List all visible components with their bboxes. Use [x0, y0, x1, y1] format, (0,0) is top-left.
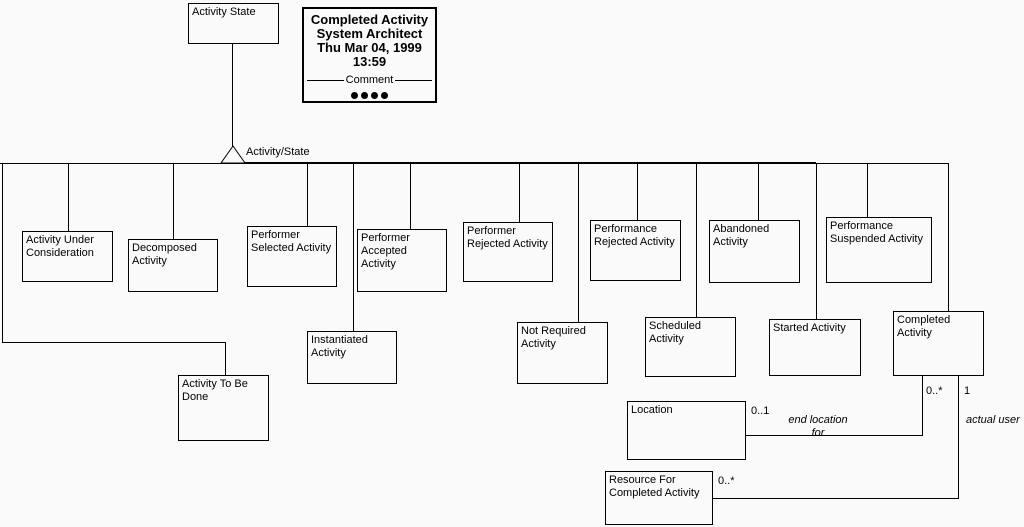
- node-performer-rejected-activity[interactable]: Performer Rejected Activity: [463, 222, 553, 282]
- separator-line: [395, 80, 432, 81]
- node-scheduled-activity[interactable]: Scheduled Activity: [645, 317, 736, 377]
- connector-line: [353, 163, 354, 331]
- node-label: Performance Rejected Activity: [594, 223, 675, 248]
- generalization-triangle-icon[interactable]: [220, 145, 246, 164]
- node-label: Abandoned Activity: [713, 223, 770, 248]
- multiplicity-completed-end-location: 0..*: [926, 385, 943, 397]
- node-label: Performer Selected Activity: [251, 229, 332, 254]
- title-date: Thu Mar 04, 1999: [317, 40, 422, 55]
- bullet-icon: [361, 92, 368, 99]
- connector-line: [2, 163, 3, 342]
- node-resource-for-completed-activity[interactable]: Resource For Completed Activity: [605, 471, 713, 525]
- connector-line: [948, 163, 949, 311]
- connector-line: [696, 163, 697, 317]
- node-label: Activity Under Consideration: [26, 234, 94, 259]
- diagram-title-box[interactable]: Completed Activity System Architect Thu …: [302, 7, 437, 103]
- connector-line: [173, 163, 174, 239]
- comment-label: Comment: [345, 74, 394, 86]
- connector-line: [758, 163, 759, 220]
- connector-line: [2, 342, 226, 343]
- node-label: Scheduled Activity: [649, 320, 701, 345]
- separator-line: [307, 80, 344, 81]
- node-activity-under-consideration[interactable]: Activity Under Consideration: [22, 231, 113, 282]
- connector-stem-root: [232, 44, 233, 147]
- node-abandoned-activity[interactable]: Abandoned Activity: [709, 220, 800, 283]
- node-performance-suspended-activity[interactable]: Performance Suspended Activity: [826, 217, 932, 283]
- node-performer-selected-activity[interactable]: Performer Selected Activity: [247, 226, 337, 287]
- node-decomposed-activity[interactable]: Decomposed Activity: [128, 239, 218, 292]
- multiplicity-location: 0..1: [751, 405, 770, 417]
- node-location[interactable]: Location: [627, 401, 746, 460]
- node-label: Performance Suspended Activity: [830, 220, 923, 245]
- node-activity-to-be-done[interactable]: Activity To Be Done: [178, 375, 269, 441]
- node-label: Decomposed Activity: [132, 242, 197, 267]
- node-label: Location: [631, 404, 673, 416]
- node-performance-rejected-activity[interactable]: Performance Rejected Activity: [590, 220, 681, 281]
- bullet-dots-icon: [304, 92, 435, 99]
- title-tool: System Architect: [316, 26, 423, 41]
- connector-line: [637, 163, 638, 220]
- triangle-label: Activity/State: [246, 146, 310, 158]
- node-label: Resource For Completed Activity: [609, 474, 700, 499]
- node-label: Instantiated Activity: [311, 334, 368, 359]
- connector-line: [867, 163, 868, 217]
- node-started-activity[interactable]: Started Activity: [769, 319, 861, 376]
- node-label: Started Activity: [773, 322, 846, 334]
- node-completed-activity[interactable]: Completed Activity: [893, 311, 984, 376]
- node-label: Performer Accepted Activity: [361, 232, 410, 270]
- connector-line: [68, 163, 69, 231]
- multiplicity-resource: 0..*: [718, 475, 735, 487]
- node-label: Performer Rejected Activity: [467, 225, 548, 250]
- connector-line: [519, 163, 520, 222]
- multiplicity-completed-actual-user: 1: [964, 385, 971, 397]
- node-label: Completed Activity: [897, 314, 951, 339]
- connector-line: [225, 342, 226, 375]
- connector-line: [410, 163, 411, 229]
- relationship-line-actual-user: [958, 376, 959, 498]
- node-label: Not Required Activity: [521, 325, 586, 350]
- title-time: 13:59: [352, 54, 387, 69]
- connector-rail-thick: [243, 162, 816, 164]
- connector-line: [307, 163, 308, 226]
- bullet-icon: [381, 92, 388, 99]
- connector-line: [816, 163, 817, 319]
- bullet-icon: [371, 92, 378, 99]
- node-instantiated-activity[interactable]: Instantiated Activity: [307, 331, 397, 384]
- node-performer-accepted-activity[interactable]: Performer Accepted Activity: [357, 229, 447, 292]
- title-project: Completed Activity: [310, 12, 429, 27]
- relationship-label-actual-user: actual user: [966, 414, 1020, 426]
- relationship-line-end-location: [746, 435, 923, 436]
- relationship-line-end-location: [922, 376, 923, 436]
- comment-separator: Comment: [304, 75, 435, 86]
- bullet-icon: [351, 92, 358, 99]
- node-not-required-activity[interactable]: Not Required Activity: [517, 322, 608, 384]
- connector-line: [578, 163, 579, 322]
- node-label: Activity To Be Done: [182, 378, 248, 403]
- node-label: Activity State: [192, 6, 256, 18]
- relationship-label-end-location: end location for: [788, 414, 848, 439]
- node-activity-state[interactable]: Activity State: [188, 3, 279, 44]
- relationship-line-actual-user: [713, 498, 959, 499]
